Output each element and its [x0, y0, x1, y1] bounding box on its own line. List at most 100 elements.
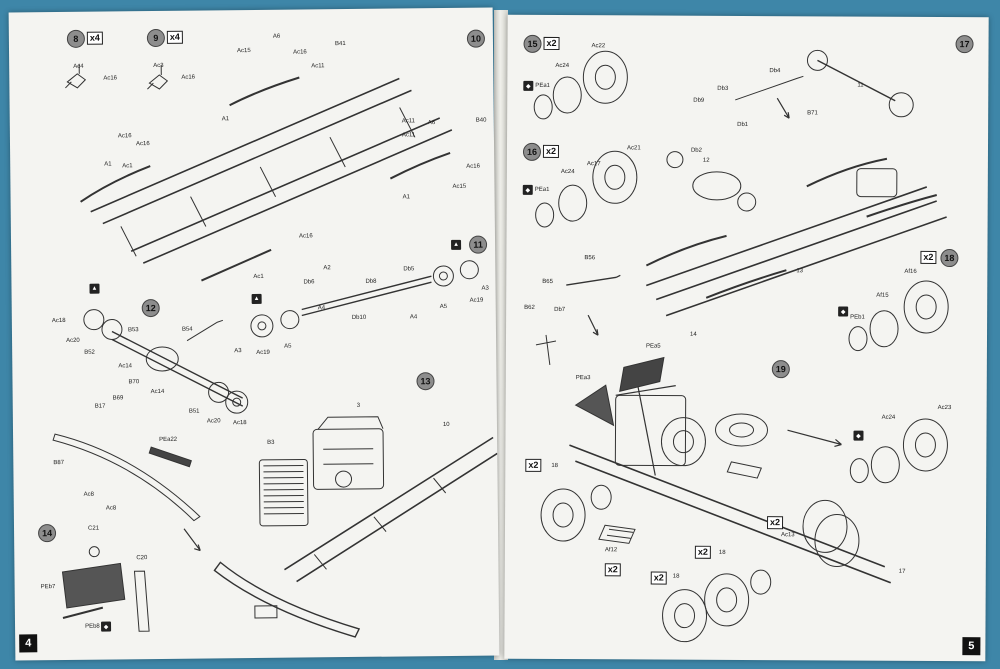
part-label: A3	[234, 348, 242, 355]
part-label: A3	[481, 285, 489, 292]
part-label: 13	[796, 268, 804, 275]
part-label: A6	[272, 33, 281, 40]
part-label: Ac11	[401, 132, 416, 139]
part-label: B40	[475, 117, 487, 124]
step-number: 16	[522, 142, 542, 161]
part-label: C21	[87, 525, 100, 532]
part-label: B54	[181, 326, 193, 333]
part-label: B17	[94, 403, 106, 410]
part-label: A6	[427, 120, 436, 127]
part-label: Ac13	[780, 532, 795, 539]
quantity-badge: x2	[542, 144, 560, 159]
step-number: 10	[466, 29, 486, 48]
part-label: B52	[84, 349, 95, 356]
part-label: Ac3	[153, 62, 164, 70]
page-number: 5	[962, 637, 981, 656]
warning-mark-icon: ▲	[89, 283, 100, 294]
paint-mark-icon: ◆	[838, 306, 849, 317]
part-label: A1	[221, 116, 230, 123]
part-label: 14	[690, 331, 697, 338]
part-label: Ac24	[560, 169, 575, 176]
step-number: 18	[940, 249, 959, 268]
step-number: 17	[955, 35, 974, 54]
part-label: B71	[807, 110, 818, 117]
warning-mark-icon: ▲	[451, 239, 462, 250]
part-label: Ac8	[83, 491, 95, 498]
part-label: Ac1	[122, 163, 133, 170]
part-label: Db8	[365, 278, 377, 285]
quantity-badge: x2	[766, 516, 784, 530]
part-label: Ac14	[118, 363, 133, 370]
paint-mark-icon: ◆	[853, 430, 864, 441]
part-label: Ac16	[181, 74, 196, 81]
part-label: 12	[702, 157, 710, 164]
part-label: Ac11	[401, 118, 416, 125]
part-label: Db9	[693, 97, 705, 104]
part-label: Db10	[351, 314, 367, 321]
part-label: A4	[409, 314, 418, 321]
step-number: 14	[37, 524, 57, 543]
part-label: Ac19	[469, 297, 484, 304]
part-label: A1	[402, 194, 410, 201]
part-label: Db2	[690, 147, 703, 154]
quantity-badge: x4	[86, 31, 103, 45]
step-number: 9	[146, 28, 165, 48]
part-label: A5	[284, 343, 292, 350]
step-number: 8	[66, 29, 85, 48]
part-label: PEa5	[645, 343, 661, 350]
right-page-line-art	[533, 49, 949, 643]
part-label: PEb7	[40, 584, 56, 591]
step-number: 15	[523, 34, 542, 53]
left-page-line-art	[52, 63, 498, 638]
part-label: 18	[718, 549, 726, 556]
part-label: B70	[128, 379, 140, 386]
part-label: Ac16	[466, 163, 480, 170]
part-label: Af15	[876, 292, 889, 299]
part-label: Ac17	[586, 161, 601, 168]
part-label: Db1	[737, 121, 749, 129]
instruction-page-right: 15 x2 16 x2 17 x2 18 19 Ac22 Ac24 PEa1 A…	[504, 14, 989, 662]
part-label: 18	[551, 462, 559, 470]
part-label: PEb1	[850, 314, 865, 321]
part-label: B69	[112, 395, 124, 402]
step-number: 11	[468, 235, 488, 254]
instruction-page-left: 8 x4 9 x4 10 11 12 13 14 Ac4 Ac16 Ac3 Ac…	[8, 7, 500, 661]
part-label: PEa1	[534, 186, 550, 193]
step-number: 12	[141, 298, 160, 318]
quantity-badge: x2	[604, 563, 621, 577]
quantity-badge: x2	[525, 458, 542, 472]
part-label: B3	[267, 439, 275, 446]
part-label: B65	[542, 278, 553, 285]
part-label: Ac18	[232, 420, 247, 427]
part-label: PEa3	[575, 375, 591, 382]
part-label: Ac21	[626, 145, 641, 152]
part-label: Ac16	[103, 75, 118, 82]
part-label: PEb8	[85, 623, 100, 630]
part-label: B51	[188, 408, 200, 415]
part-label: Ac19	[256, 349, 270, 356]
part-label: Db6	[303, 279, 315, 286]
part-label: A2	[323, 265, 331, 272]
part-label: Ac15	[237, 48, 251, 55]
part-label: Ac16	[298, 233, 313, 240]
part-label: Ac23	[937, 405, 952, 412]
part-label: 3	[356, 402, 361, 409]
paint-mark-icon: ◆	[101, 621, 112, 632]
step-number: 19	[771, 360, 790, 379]
part-label: Ac22	[591, 43, 606, 50]
part-label: Db7	[554, 306, 566, 314]
part-label: A5	[439, 303, 448, 311]
part-label: Db3	[717, 85, 729, 92]
part-label: Ac18	[51, 317, 66, 325]
paint-mark-icon: ◆	[522, 184, 533, 195]
part-label: Ac15	[452, 183, 467, 190]
part-label: B53	[127, 327, 139, 334]
part-label: Db5	[403, 266, 415, 273]
part-label: Af16	[904, 268, 917, 275]
part-label: PEa1	[535, 82, 551, 89]
part-label: Ac20	[206, 418, 221, 425]
part-label: Ac8	[105, 505, 117, 512]
part-label: Ac16	[135, 141, 150, 148]
step-number: 13	[416, 372, 435, 391]
part-label: 10	[442, 421, 450, 429]
